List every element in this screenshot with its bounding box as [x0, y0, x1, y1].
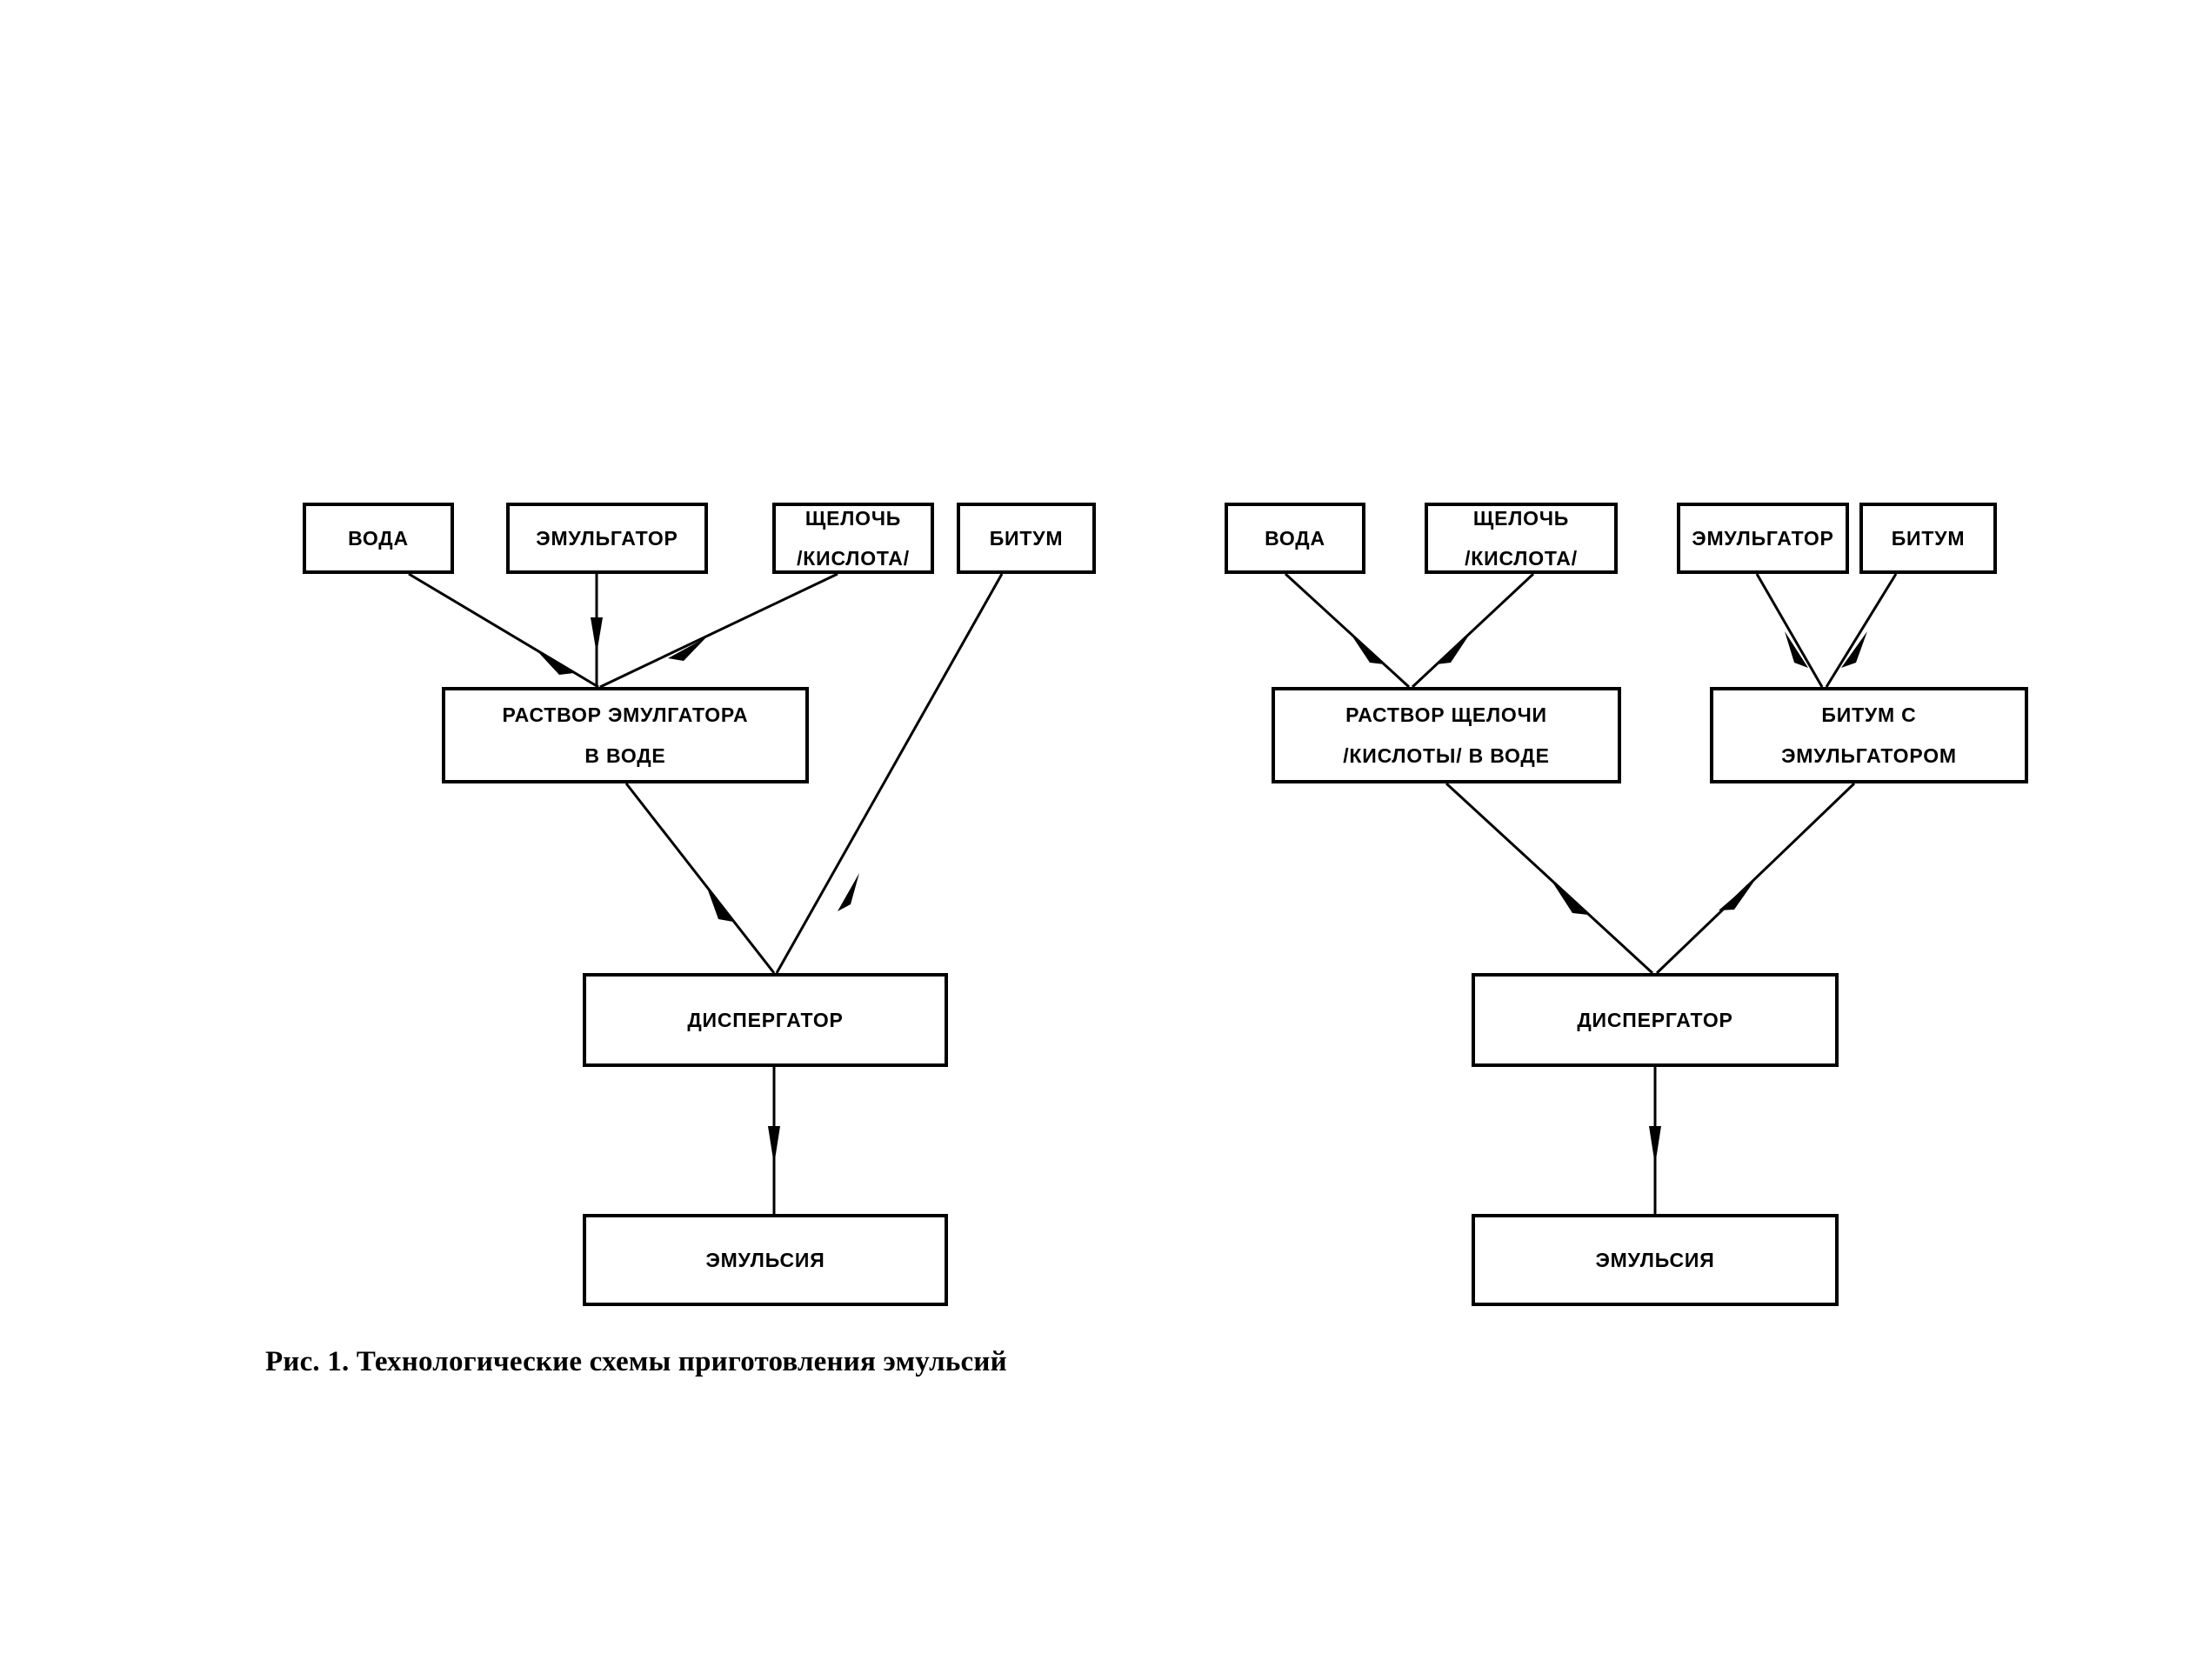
node-emulsifier-left[interactable]: ЭМУЛЬГАТОР [506, 503, 708, 574]
node-water-right[interactable]: ВОДА [1225, 503, 1365, 574]
edge-disperser-to-emulsion [768, 1067, 780, 1214]
figure-caption: Рис. 1. Технологические схемы приготовле… [265, 1346, 1007, 1377]
edge-alkali-solution-to-disperser [1445, 782, 1654, 975]
node-emulsion-right[interactable]: ЭМУЛЬСИЯ [1472, 1214, 1839, 1306]
node-label: ДИСПЕРГАТОР [1577, 1008, 1733, 1031]
edge-alkali-to-alkali-solution [1411, 572, 1535, 689]
node-label: ЩЕЛОЧЬ [804, 506, 902, 530]
node-water-left[interactable]: ВОДА [303, 503, 454, 574]
node-emulsifier-solution-left[interactable]: РАСТВОР ЭМУЛГАТОРА В ВОДЕ [442, 687, 809, 783]
node-emulsifier-right[interactable]: ЭМУЛЬГАТОР [1677, 503, 1849, 574]
node-label-second-line: /КИСЛОТА/ [797, 547, 910, 570]
node-alkali-right[interactable]: ЩЕЛОЧЬ /КИСЛОТА/ [1425, 503, 1618, 574]
node-bitumen-right[interactable]: БИТУМ [1859, 503, 1997, 574]
edge-bitumen-to-bitumen-mix [1825, 573, 1898, 688]
node-label: ЭМУЛЬСИЯ [1595, 1248, 1715, 1271]
edge-water-to-alkali-solution [1284, 572, 1411, 689]
node-label: ЭМУЛЬСИЯ [705, 1248, 825, 1271]
node-label: РАСТВОР ЭМУЛГАТОРА [502, 703, 749, 727]
node-label: ЭМУЛЬГАТОР [1692, 526, 1834, 550]
node-label: БИТУМ [1891, 526, 1966, 550]
node-disperser-right[interactable]: ДИСПЕРГАТОР [1472, 973, 1839, 1067]
node-alkali-solution-right[interactable]: РАСТВОР ЩЕЛОЧИ /КИСЛОТЫ/ В ВОДЕ [1272, 687, 1621, 783]
edge-solution-to-disperser [624, 783, 776, 974]
node-alkali-left[interactable]: ЩЕЛОЧЬ /КИСЛОТА/ [772, 503, 934, 574]
edge-water-to-solution [408, 572, 599, 689]
edge-bitumen-mix-to-disperser [1655, 782, 1856, 975]
edge-alkali-to-solution [599, 572, 838, 689]
node-label: ЭМУЛЬГАТОР [536, 526, 678, 550]
node-disperser-left[interactable]: ДИСПЕРГАТОР [583, 973, 948, 1067]
node-label-second-line: В ВОДЕ [584, 743, 666, 767]
node-label: ДИСПЕРГАТОР [687, 1008, 844, 1031]
edge-disperser-to-emulsion-right [1649, 1067, 1661, 1214]
edge-emulsifier-to-solution [591, 574, 603, 687]
node-label: РАСТВОР ЩЕЛОЧИ [1345, 703, 1547, 727]
node-label: ЩЕЛОЧЬ [1472, 506, 1570, 530]
edge-emulsifier-to-bitumen-mix [1755, 573, 1824, 688]
node-label: БИТУМ С [1821, 703, 1917, 727]
node-label: ВОДА [1265, 526, 1325, 550]
node-label: БИТУМ [989, 526, 1064, 550]
node-label: ВОДА [348, 526, 409, 550]
node-label-second-line: /КИСЛОТЫ/ В ВОДЕ [1343, 743, 1550, 767]
node-label-second-line: ЭМУЛЬГАТОРОМ [1781, 743, 1957, 767]
edge-bitumen-to-disperser [775, 573, 1004, 974]
node-bitumen-left[interactable]: БИТУМ [957, 503, 1096, 574]
node-emulsion-left[interactable]: ЭМУЛЬСИЯ [583, 1214, 948, 1306]
node-label-second-line: /КИСЛОТА/ [1465, 547, 1578, 570]
node-bitumen-mix-right[interactable]: БИТУМ С ЭМУЛЬГАТОРОМ [1710, 687, 2028, 783]
